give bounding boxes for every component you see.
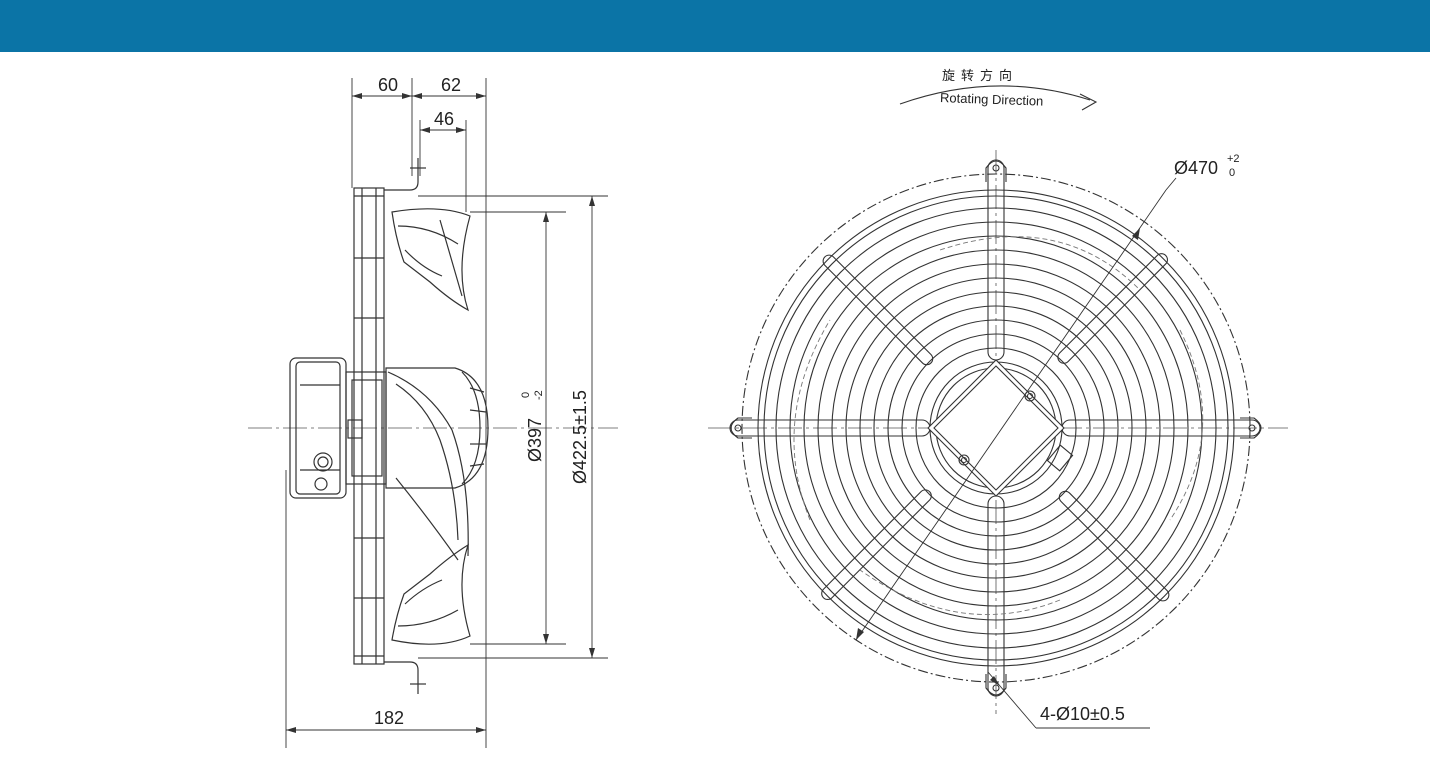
- dia-470-tol-upper: +2: [1227, 153, 1240, 165]
- dia-470-tol-lower: 0: [1229, 167, 1235, 179]
- mounting-lugs: [730, 160, 1262, 696]
- fan-blades-front: [793, 236, 1204, 615]
- guard-ring: [845, 277, 1147, 579]
- rotating-direction-cn: 旋转方向: [942, 68, 1018, 84]
- dim-182: 182: [374, 708, 404, 728]
- guard-frame: [353, 158, 426, 694]
- dia-397-label: Ø397 0 -2: [520, 390, 545, 462]
- holes-label: 4-Ø10±0.5: [1040, 704, 1125, 724]
- dia-397-tol-upper: 0: [520, 392, 532, 398]
- fan-blades-side: [387, 208, 471, 645]
- guard-ring: [859, 291, 1133, 565]
- dim-46: 46: [434, 109, 454, 129]
- guard-ring: [887, 319, 1105, 537]
- dia-470-text: Ø470: [1174, 158, 1218, 178]
- guard-ring: [873, 305, 1119, 551]
- rotating-direction-en: Rotating Direction: [940, 90, 1044, 109]
- guard-ring: [789, 221, 1203, 635]
- guard-ring: [831, 263, 1161, 593]
- dia-397-tol-lower: -2: [533, 390, 545, 400]
- front-view: [708, 85, 1288, 729]
- dia-422-text: Ø422.5±1.5: [570, 390, 590, 484]
- side-dimension-lines: [285, 78, 608, 748]
- guard-ring: [775, 207, 1217, 649]
- rotating-direction-arrow: [899, 85, 1091, 105]
- hub: [385, 367, 489, 489]
- motor-diamond: [927, 359, 1074, 497]
- dim-60: 60: [378, 75, 398, 95]
- guard-ring: [803, 235, 1189, 621]
- guard-rings: [775, 207, 1217, 649]
- front-arrowheads: [856, 228, 1140, 686]
- guard-ring: [817, 249, 1175, 607]
- dia-397-text: Ø397: [525, 418, 545, 462]
- guard-ring: [757, 189, 1235, 667]
- dia-470-label: Ø470 +2 0: [1174, 153, 1240, 179]
- side-arrowheads: [286, 93, 595, 733]
- header-banner: [0, 0, 1430, 52]
- guard-ring: [901, 333, 1091, 523]
- side-view: [248, 78, 618, 748]
- guard-ring: [915, 347, 1077, 509]
- dim-62: 62: [441, 75, 461, 95]
